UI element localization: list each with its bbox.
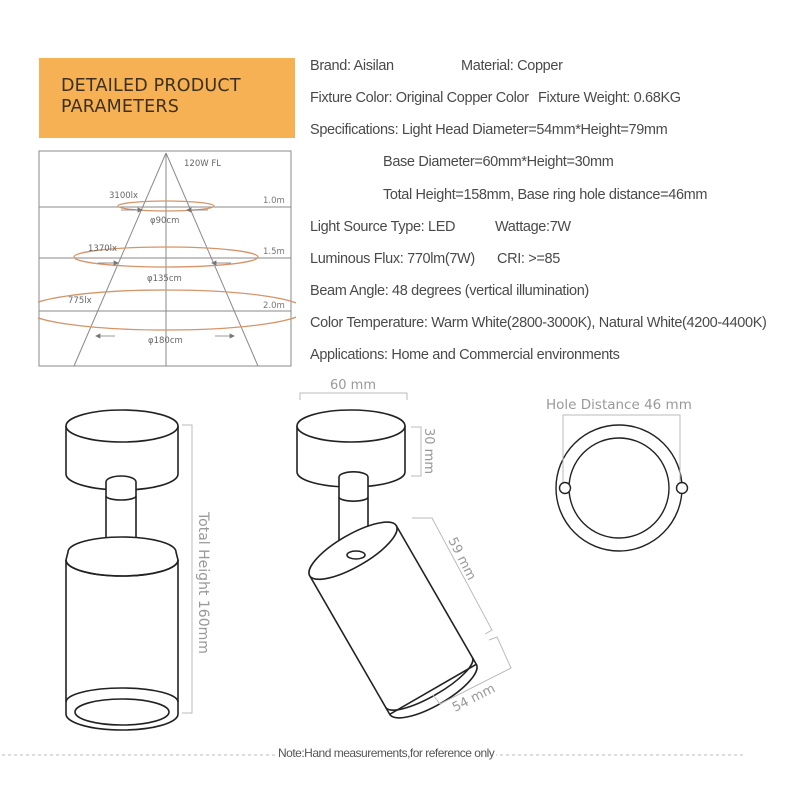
spec-light-source: Light Source Type: LED <box>310 219 456 235</box>
diameter-level-1: φ90cm <box>150 216 179 226</box>
section-title-line1: DETAILED PRODUCT <box>61 76 241 96</box>
footer-note: Note:Hand measurements,for reference onl… <box>0 742 800 764</box>
lux-level-2: 1370lx <box>88 244 117 254</box>
spec-wattage: Wattage:7W <box>495 219 571 235</box>
section-title-line2: PARAMETERS <box>61 97 179 117</box>
section-header: DETAILED PRODUCT PARAMETERS <box>39 58 295 138</box>
spec-luminous-flux: Luminous Flux: 770lm(7W) <box>310 251 475 267</box>
diagram-title: 120W FL <box>184 159 221 169</box>
diameter-level-2: φ135cm <box>147 274 182 284</box>
spec-brand: Brand: Aisilan <box>310 58 394 74</box>
lux-level-3: 775lx <box>68 296 92 306</box>
section-title: DETAILED PRODUCT PARAMETERS <box>61 76 241 118</box>
spec-color-temperature: Color Temperature: Warm White(2800-3000K… <box>310 315 767 331</box>
spec-beam-angle: Beam Angle: 48 degrees (vertical illumin… <box>310 283 589 299</box>
distance-level-2: 1.5m <box>263 247 285 257</box>
spec-fixture-color: Fixture Color: Original Copper Color <box>310 90 529 106</box>
base-height-label: 30 mm <box>421 428 436 474</box>
beam-angle-diagram: 120W FL 3100lx 1.0m φ90cm 1370lx 1.5m φ1… <box>38 150 296 367</box>
total-height-label: Total Height 160mm <box>195 511 211 654</box>
spec-specifications: Specifications: Light Head Diameter=54mm… <box>310 122 668 138</box>
base-width-label: 60 mm <box>330 378 376 393</box>
spec-cri: CRI: >=85 <box>497 251 560 267</box>
spec-applications: Applications: Home and Commercial enviro… <box>310 347 620 363</box>
spec-total: Total Height=158mm, Base ring hole dista… <box>383 187 708 203</box>
spec-material: Material: Copper <box>461 58 563 74</box>
footer-note-text: Note:Hand measurements,for reference onl… <box>276 746 497 760</box>
distance-level-1: 1.0m <box>263 196 285 206</box>
spec-base: Base Diameter=60mm*Height=30mm <box>383 154 614 170</box>
lux-level-1: 3100lx <box>109 191 138 201</box>
spec-fixture-weight: Fixture Weight: 0.68KG <box>538 90 681 106</box>
distance-level-3: 2.0m <box>263 301 285 311</box>
hole-distance-label: Hole Distance 46 mm <box>546 397 692 413</box>
head-length-label: 59 mm <box>444 535 478 583</box>
diameter-level-3: φ180cm <box>148 336 183 346</box>
